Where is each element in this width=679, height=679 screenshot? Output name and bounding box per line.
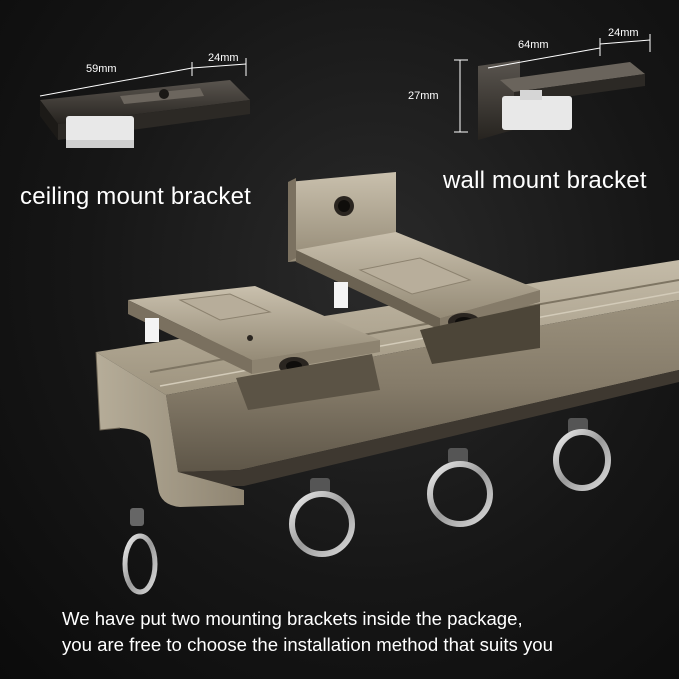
wall-mount-bracket	[288, 172, 540, 364]
ceiling-bracket-thumbnail	[39, 58, 250, 148]
runner-ring-2	[427, 448, 493, 527]
wall-width-dimension: 24mm	[608, 27, 639, 39]
caption-line-1: We have put two mounting brackets inside…	[62, 608, 523, 629]
wall-bracket-thumbnail	[454, 34, 651, 140]
track-end-cap	[95, 351, 244, 507]
ceiling-length-dimension: 59mm	[86, 63, 117, 75]
caption-line-2: you are free to choose the installation …	[62, 634, 553, 655]
end-stop-ring	[122, 508, 158, 595]
ceiling-mount-bracket	[128, 286, 380, 410]
ceiling-width-dimension: 24mm	[208, 52, 239, 64]
ceiling-mount-label: ceiling mount bracket	[20, 183, 251, 210]
wall-height-dimension: 27mm	[408, 90, 439, 102]
wall-mount-label: wall mount bracket	[443, 167, 647, 194]
wall-length-dimension: 64mm	[518, 39, 549, 51]
runner-ring-1	[289, 478, 355, 557]
runner-ring-3	[553, 418, 611, 491]
caption: We have put two mounting brackets inside…	[62, 606, 662, 658]
